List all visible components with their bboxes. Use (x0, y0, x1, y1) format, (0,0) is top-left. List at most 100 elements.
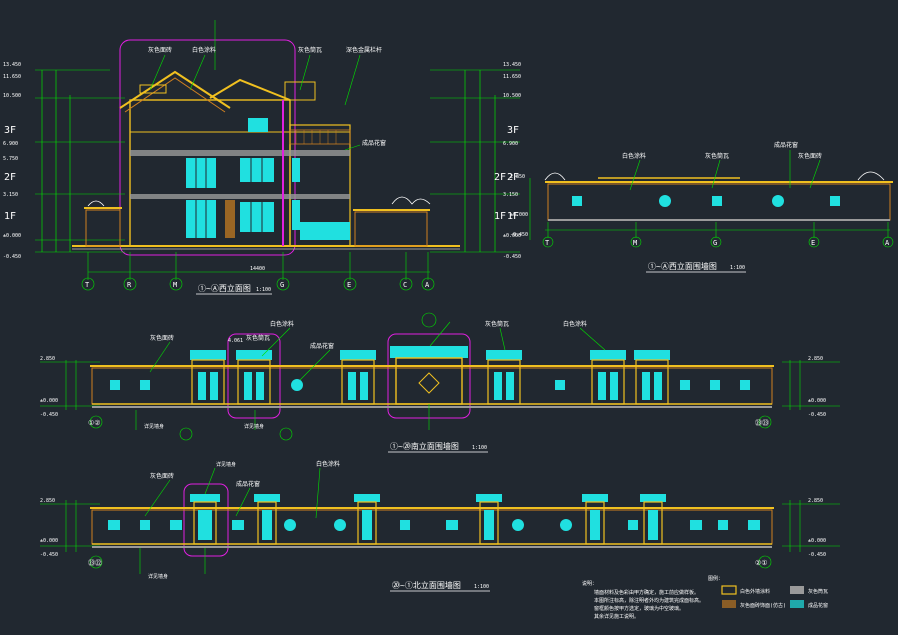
axis-label: M (633, 239, 637, 247)
axis-label: T (85, 281, 90, 289)
level-mark: 11.650 (503, 74, 521, 80)
level-mark: -0.450 (808, 552, 826, 558)
axis-label: T (545, 239, 550, 247)
wall-floor-1f: 1F (494, 211, 506, 222)
callout-wall-2: 灰色筒瓦 (705, 152, 729, 160)
floor-label-3f: 3F (4, 125, 16, 136)
north-wall-scale: 1:100 (474, 584, 489, 590)
callout-west-5: 成品花窗 (362, 139, 386, 147)
floor-label-1f: 1F (4, 211, 16, 222)
legend-label: 灰色面砖饰面(仿古) (740, 602, 786, 609)
callout-north-5: 详见墙身 (148, 573, 168, 580)
legend-label: 灰色筒瓦 (808, 588, 828, 595)
callout-wall-4: 灰色面砖 (798, 152, 822, 160)
callout-wall-3: 成品花窗 (774, 141, 798, 149)
left-level-marks: 13.450 11.650 10.500 6.900 5.750 3.150 ±… (3, 62, 21, 260)
level-mark: -0.450 (503, 254, 521, 260)
floor-label-2f-right: 2F (507, 172, 519, 183)
callout-south-1: 灰色面砖 (150, 334, 174, 342)
callout-north-1: 灰色面砖 (150, 472, 174, 480)
axis-label: A (885, 239, 890, 247)
door-leaves (198, 372, 662, 400)
notes-heading: 说明： (582, 580, 597, 587)
level-mark: ±0.000 (503, 233, 521, 239)
gate-piers (190, 494, 666, 545)
west-elevation: 3F 2F 1F 13.450 11.650 10.500 6.900 5.75… (3, 20, 521, 295)
axis-label: E (811, 239, 815, 247)
wall-level: -0.450 (510, 232, 528, 238)
level-mark: 2.850 (808, 356, 823, 362)
callout-north-3: 白色涂料 (316, 460, 340, 468)
callout-south-2: 白色涂料 (270, 320, 294, 328)
axis-label-right: ②① (755, 559, 768, 567)
west-wall-elevation: 2F 1F 白色涂料 灰色筒瓦 成品花窗 (494, 141, 894, 273)
callout-wall-1: 白色涂料 (622, 152, 646, 160)
level-mark: 2.850 (808, 498, 823, 504)
legend-swatch (790, 586, 804, 594)
level-mark: 5.750 (3, 156, 18, 162)
callout-south-3: 灰色筒瓦 (246, 334, 270, 342)
west-wall-title: ①~Ⓐ西立面围墙图 (648, 261, 717, 271)
wall-windows (110, 379, 750, 391)
axis-label: G (280, 281, 284, 289)
legend-heading: 图例： (708, 575, 723, 582)
floor-label-1f-right: 1F (507, 211, 519, 222)
north-wall-elevation: 灰色面砖 详见墙身 白色涂料 成品花窗 详见墙身 2.850 ±0.000 -0… (40, 460, 840, 592)
level-mark: -0.450 (3, 254, 21, 260)
west-wall-scale: 1:100 (730, 265, 745, 271)
notes-line: 本图所注标高，除注明者外均为建筑完成面标高。 (594, 597, 704, 604)
level-mark: 2.850 (40, 356, 55, 362)
legend-block: 图例： 白色外墙涂料 灰色面砖饰面(仿古) 灰色筒瓦 成品花窗 (708, 575, 828, 609)
axis-label-left: ㉓㉒ (88, 559, 102, 567)
axis-label-left: ①② (88, 419, 101, 427)
callout-south-5: 灰色筒瓦 (485, 320, 509, 328)
callout-west-2: 白色涂料 (192, 46, 216, 54)
callout-west-3: 灰色筒瓦 (298, 46, 322, 54)
wall-level: 2.850 (510, 174, 525, 180)
callout-south-7: 详见墙身 (144, 423, 164, 430)
legend-label: 成品花窗 (808, 602, 828, 609)
notes-line: 墙面材料及色彩由甲方确定，施工前应做样板。 (594, 589, 699, 596)
floor-label-2f: 2F (4, 172, 16, 183)
level-mark: 11.650 (3, 74, 21, 80)
axis-label: R (127, 281, 132, 289)
south-wall-title: ①~⑳南立面围墙图 (390, 441, 459, 451)
south-wall-elevation: 灰色面砖 白色涂料 灰色筒瓦 成品花窗 灰色筒瓦 白色涂料 详见墙身 详见墙身 … (40, 312, 840, 453)
callout-south-4: 成品花窗 (310, 342, 334, 350)
level-mark: ±0.000 (808, 538, 826, 544)
wall-floor-2f: 2F (494, 172, 506, 183)
callout-north-4: 成品花窗 (236, 480, 260, 488)
legend-swatch (721, 585, 737, 595)
highlight-box (119, 39, 296, 256)
north-wall-title: ⑳~①北立面围墙图 (392, 580, 461, 590)
level-mark: 6.900 (503, 141, 518, 147)
legend-swatch (790, 600, 804, 608)
level-mark: ±0.000 (3, 233, 21, 239)
level-mark: -0.450 (40, 552, 58, 558)
level-mark: 3.150 (3, 192, 18, 198)
west-elevation-title: ①~Ⓐ西立面图 (198, 283, 251, 293)
level-mark: 10.500 (503, 93, 521, 99)
axis-label-right: ㉓㉓ (755, 419, 769, 427)
level-mark: 6.900 (3, 141, 18, 147)
level-mark: ±0.000 (808, 398, 826, 404)
gate-pavilions (190, 346, 670, 405)
legend-swatch (722, 600, 736, 608)
level-mark: 2.850 (40, 498, 55, 504)
total-dimension: 14400 (250, 266, 265, 272)
right-level-marks: 13.450 11.650 10.500 6.900 3.150 ±0.000 … (503, 62, 521, 260)
axis-label: C (403, 281, 407, 289)
floor-label-3f-right: 3F (507, 125, 519, 136)
axis-label: M (173, 281, 177, 289)
legend-label: 白色外墙涂料 (740, 588, 770, 595)
south-wall-scale: 1:100 (472, 445, 487, 451)
level-top: 4.061 (228, 338, 243, 344)
callout-west-4: 深色金属栏杆 (346, 46, 382, 54)
level-mark: 3.150 (503, 192, 518, 198)
level-mark: 13.450 (503, 62, 521, 68)
level-mark: 10.500 (3, 93, 21, 99)
level-mark: ±0.000 (40, 398, 58, 404)
west-elevation-scale: 1:100 (256, 287, 271, 293)
callout-west-1: 灰色面砖 (148, 46, 172, 54)
